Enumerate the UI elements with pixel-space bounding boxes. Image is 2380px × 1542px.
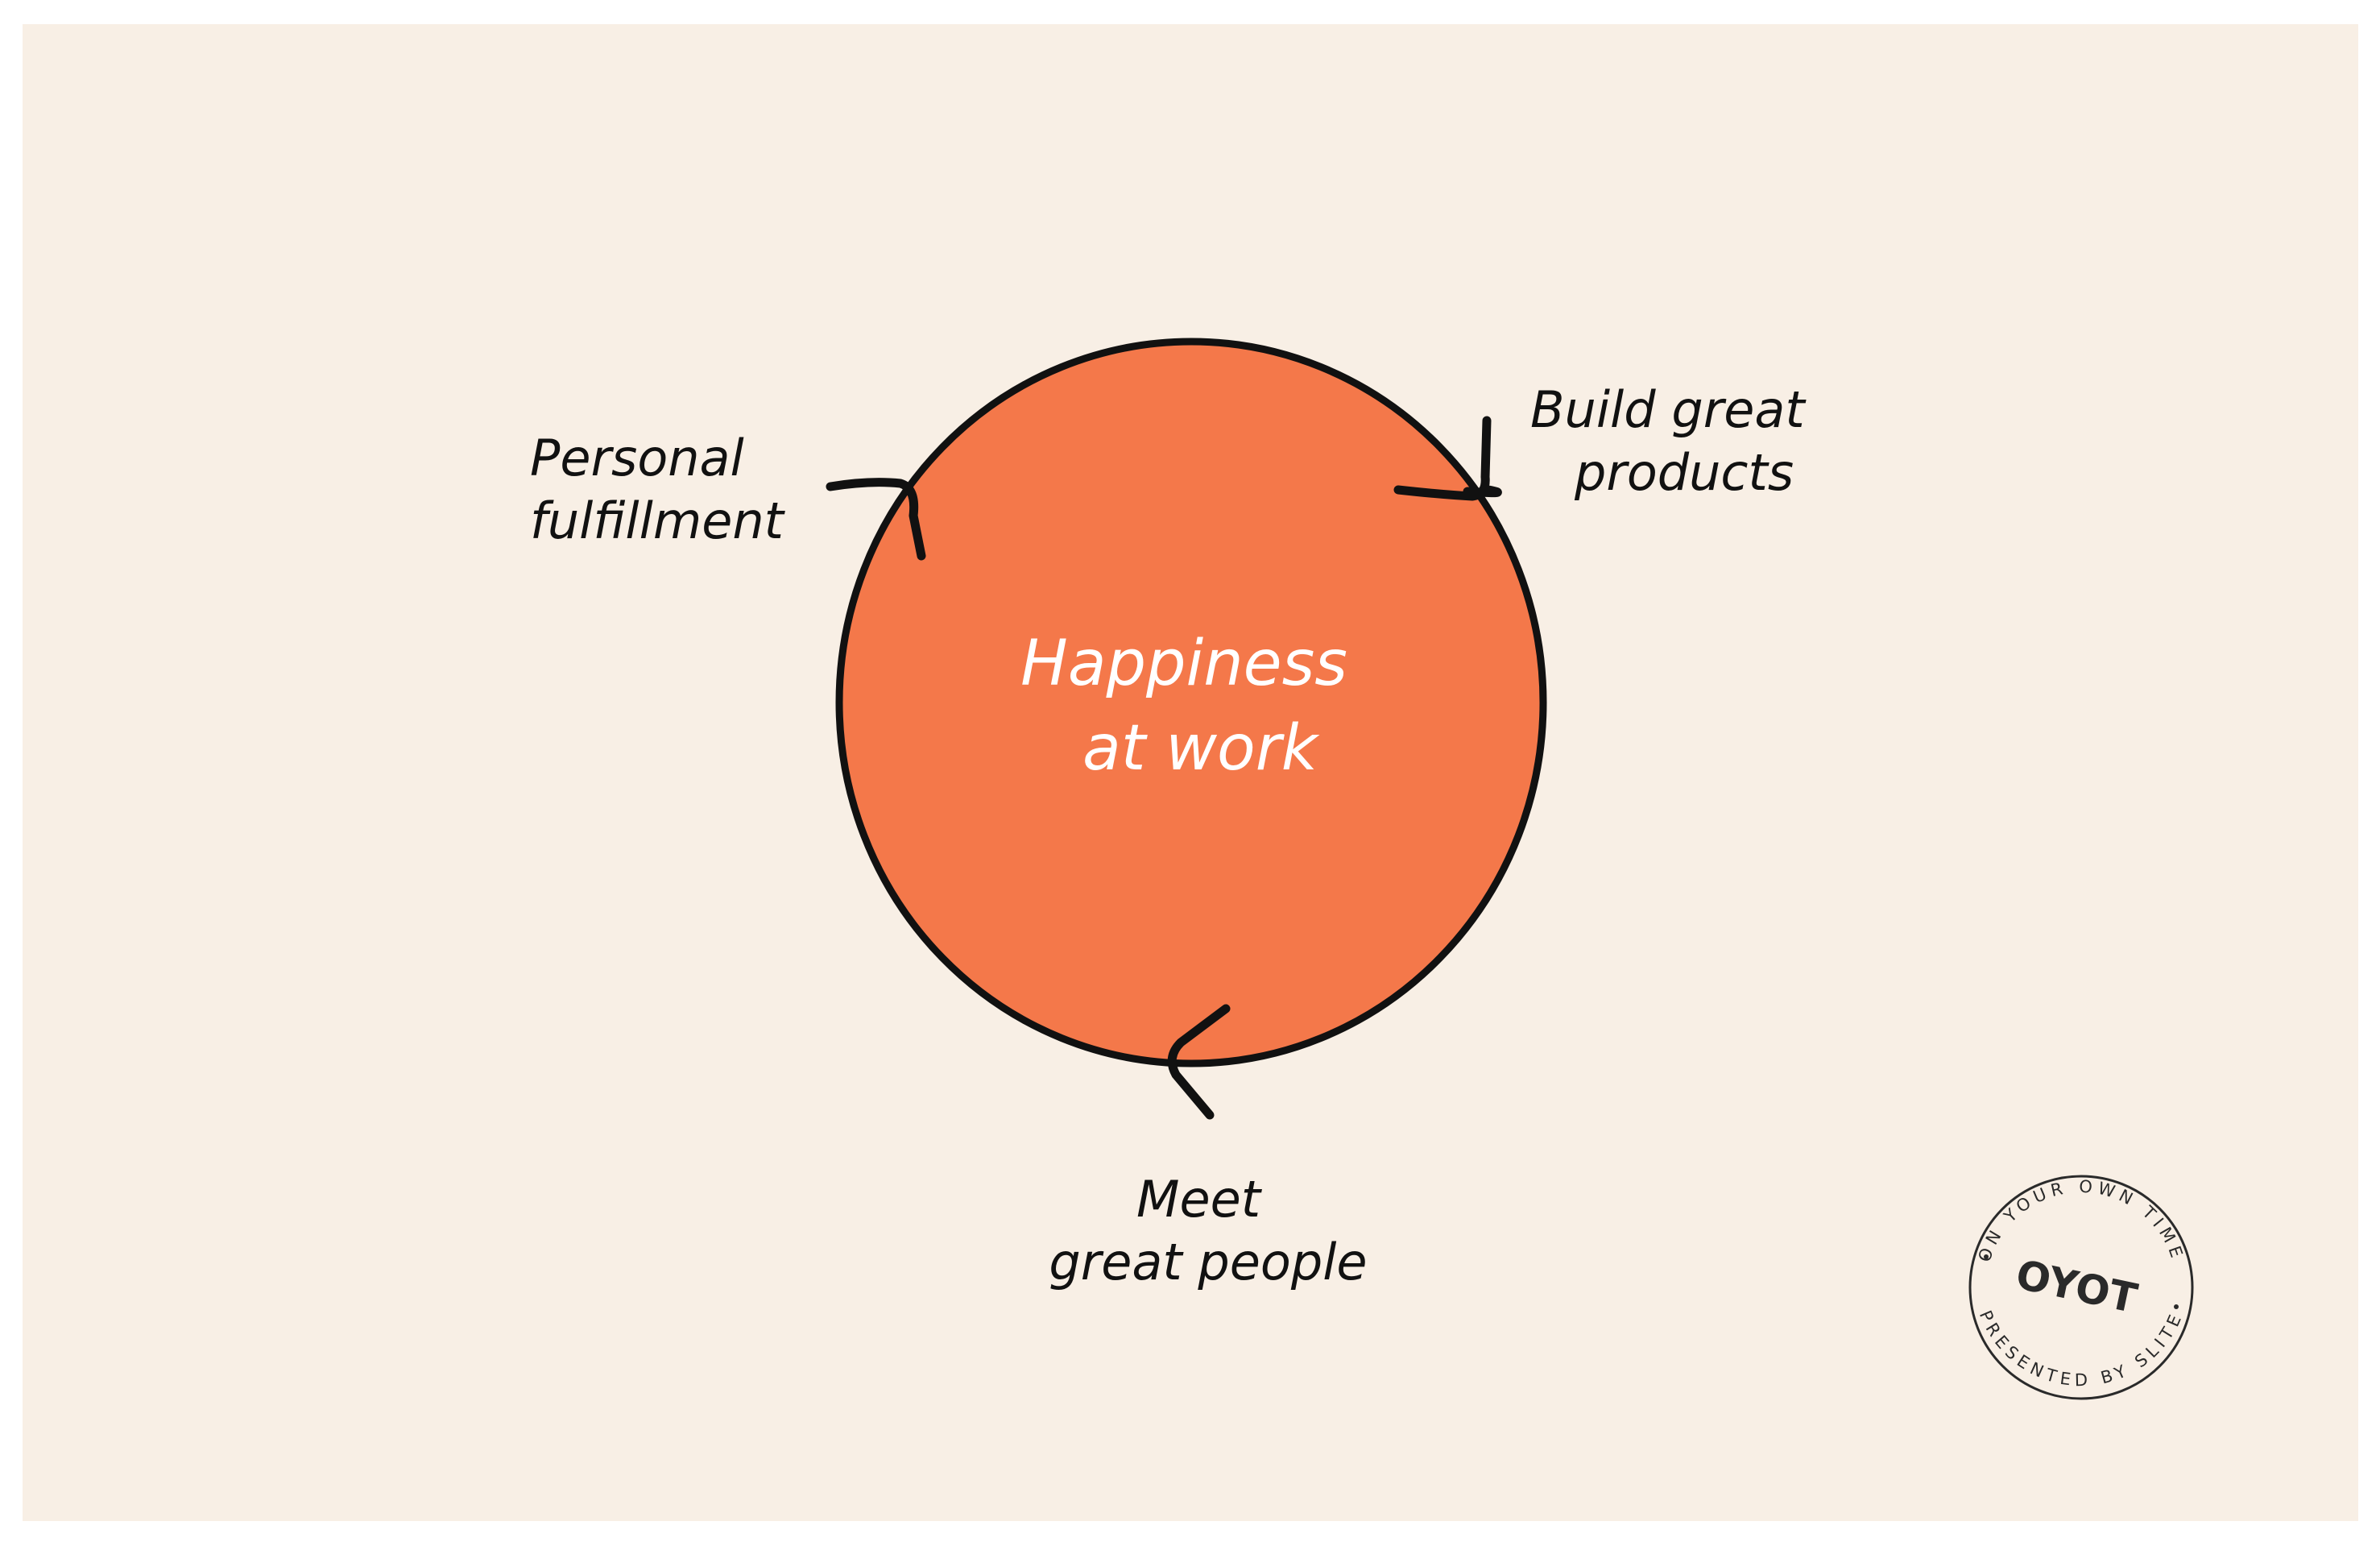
node-label-build-products-line2: products: [1574, 443, 1794, 502]
node-label-meet-people-line2: great people: [1049, 1233, 1367, 1291]
center-label-line1: Happiness: [1020, 628, 1347, 700]
center-label-line2: at work: [1082, 712, 1320, 785]
arrow-icon: [1393, 416, 1502, 501]
node-label-meet-people-line1: Meet: [1136, 1170, 1263, 1229]
node-label-personal-fulfillment-line1: Personal: [530, 429, 744, 487]
center-circle: [835, 338, 1547, 1067]
arrow-icon: [1167, 1004, 1231, 1120]
arrow-icon: [826, 478, 926, 561]
node-label-build-products-line1: Build great: [1530, 380, 1807, 439]
node-label-personal-fulfillment-line2: fulfillment: [530, 491, 786, 550]
